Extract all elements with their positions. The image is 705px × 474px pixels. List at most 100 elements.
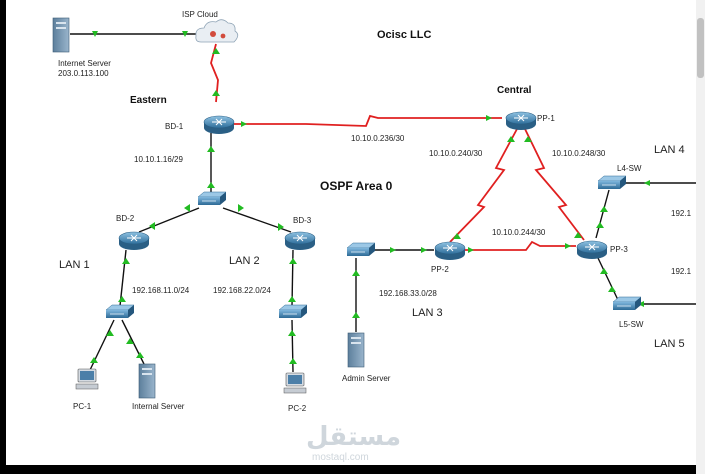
link-lights [90, 31, 650, 364]
link-light [118, 296, 126, 302]
link-light [486, 115, 492, 121]
pp3-label: PP-3 [610, 245, 628, 254]
link-light [600, 268, 608, 274]
pp1-label: PP-1 [537, 114, 555, 123]
link-light [288, 296, 296, 302]
router-pp2[interactable] [434, 241, 466, 261]
scrollbar-thumb[interactable] [697, 18, 704, 78]
pc2-label: PC-2 [288, 404, 307, 413]
lan5-label: LAN 5 [654, 338, 685, 350]
link-pp3-l4sw [595, 189, 610, 239]
link-light [238, 204, 244, 212]
link-bd1-pp1-subnet: 10.10.0.236/30 [351, 134, 405, 143]
admin-server[interactable] [347, 332, 365, 368]
lan3-subnet: 192.168.33.0/28 [379, 289, 437, 298]
devices [52, 17, 642, 399]
isp-cloud-label: ISP Cloud [182, 10, 218, 19]
link-light [608, 286, 616, 292]
link-light [574, 232, 582, 238]
lan1-subnet: 192.168.11.0/24 [132, 286, 190, 295]
link-light [136, 352, 144, 358]
router-bd2[interactable] [118, 231, 150, 251]
link-light [289, 258, 297, 264]
bd3-label: BD-3 [293, 216, 312, 225]
link-light [390, 247, 396, 253]
pc-2[interactable] [283, 372, 307, 394]
lan5-subnet: 192.1 [671, 267, 692, 276]
pc-1[interactable] [75, 368, 99, 390]
link-light [241, 121, 247, 127]
lan2-label: LAN 2 [229, 255, 260, 267]
topology-canvas: Ocisc LLC OSPF Area 0 Eastern Central IS… [6, 0, 696, 465]
company-name: Ocisc LLC [377, 29, 431, 41]
switch-eastern[interactable] [197, 191, 227, 206]
admin-server-label: Admin Server [342, 374, 391, 383]
lan1-label: LAN 1 [59, 259, 90, 271]
watermark-latin: mostaql.com [312, 452, 369, 463]
internet-server-label: Internet Server [58, 59, 111, 68]
link-light [524, 136, 532, 142]
link-light [126, 338, 134, 344]
link-light [106, 330, 114, 336]
link-light [596, 222, 604, 228]
link-pp3-l5sw [597, 257, 619, 301]
internal-server-label: Internal Server [132, 402, 185, 411]
vertical-scrollbar[interactable] [696, 0, 705, 474]
switch-l5sw[interactable] [612, 296, 642, 311]
internet-server-ip: 203.0.113.100 [58, 69, 109, 78]
lan4-subnet: 192.1 [671, 209, 692, 218]
link-light [184, 204, 190, 212]
link-bd1-pp1 [230, 114, 502, 127]
router-pp1[interactable] [505, 111, 537, 131]
link-light [149, 222, 155, 230]
switch-lan3[interactable] [346, 242, 376, 257]
switch-lan1[interactable] [105, 304, 135, 319]
isp-cloud[interactable] [195, 19, 239, 43]
internal-server[interactable] [138, 363, 156, 399]
pp2-label: PP-2 [431, 265, 449, 274]
link-light [468, 247, 474, 253]
l4sw-label: L4-SW [617, 164, 642, 173]
link-light [90, 357, 98, 363]
bd2-label: BD-2 [116, 214, 135, 223]
router-bd3[interactable] [284, 231, 316, 251]
link-pp2-pp3-subnet: 10.10.0.244/30 [492, 228, 546, 237]
links [70, 33, 696, 373]
watermark-arabic: مستقل [306, 422, 401, 452]
internet-server[interactable] [52, 17, 70, 53]
switch-lan2[interactable] [278, 304, 308, 319]
link-light [288, 330, 296, 336]
router-pp3[interactable] [576, 240, 608, 260]
switch-l4sw[interactable] [597, 175, 627, 190]
link-light [352, 312, 360, 318]
labels: Ocisc LLC OSPF Area 0 Eastern Central IS… [58, 10, 692, 463]
pc1-label: PC-1 [73, 402, 92, 411]
link-pp1-pp2-subnet: 10.10.0.240/30 [429, 149, 483, 158]
link-pp2-pp3 [462, 240, 576, 251]
link-light [453, 233, 461, 239]
link-light [212, 90, 220, 96]
link-light [565, 243, 571, 249]
link-light [278, 223, 284, 231]
link-light [182, 31, 188, 37]
link-bd1-sw-subnet: 10.10.1.16/29 [134, 155, 183, 164]
topology-diagram: Ocisc LLC OSPF Area 0 Eastern Central IS… [52, 10, 696, 463]
link-pp1-pp3 [524, 128, 585, 241]
link-bd2-lan1sw [119, 249, 127, 307]
lan2-subnet: 192.168.22.0/24 [213, 286, 271, 295]
link-light [600, 206, 608, 212]
link-light [212, 48, 220, 54]
l5sw-label: L5-SW [619, 320, 644, 329]
lan4-label: LAN 4 [654, 144, 685, 156]
link-pp1-pp3-subnet: 10.10.0.248/30 [552, 149, 606, 158]
area-label: OSPF Area 0 [320, 179, 393, 193]
link-light [92, 31, 98, 37]
link-switch-bd2 [138, 207, 200, 233]
link-light [207, 146, 215, 152]
site-central: Central [497, 85, 532, 96]
link-light [421, 247, 427, 253]
link-light [507, 136, 515, 142]
router-bd1[interactable] [203, 115, 235, 135]
bd1-label: BD-1 [165, 122, 184, 131]
